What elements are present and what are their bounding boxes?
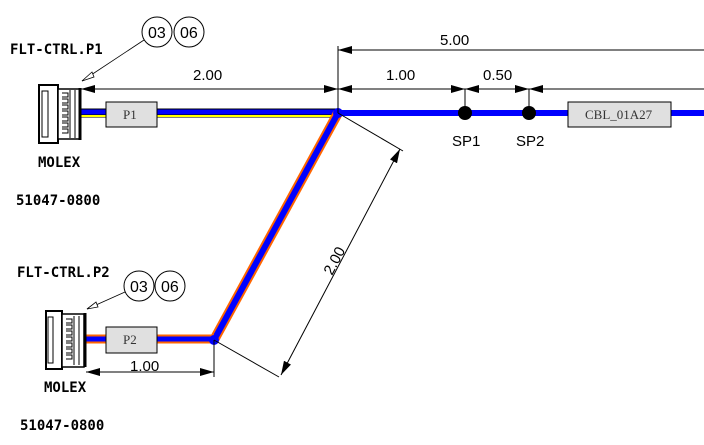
- p2-callout-1: 03: [130, 279, 148, 296]
- connector-p1-icon[interactable]: [38, 84, 82, 144]
- connector-p1-part-number: 51047-0800: [16, 193, 100, 209]
- connector-p2-part-number: 51047-0800: [20, 418, 104, 434]
- p2-label: P2: [123, 332, 137, 347]
- p2-callout-2: 06: [161, 279, 179, 296]
- connector-p1-manufacturer: MOLEX: [38, 155, 81, 171]
- p2-label-box[interactable]: [105, 326, 158, 354]
- p1-label-box[interactable]: [105, 101, 158, 128]
- dim-branch: 2.00: [321, 244, 350, 278]
- cable-label-box[interactable]: [567, 101, 672, 128]
- splice-sp2[interactable]: [522, 106, 536, 120]
- p1-callout-1: 03: [148, 25, 166, 42]
- connector-p2-manufacturer: MOLEX: [44, 380, 87, 396]
- connector-p2-icon[interactable]: [45, 310, 87, 370]
- splice-sp1[interactable]: [458, 106, 472, 120]
- dim-p2-to-bend: 1.00: [130, 358, 159, 375]
- dim-junction-to-end: 5.00: [440, 32, 469, 49]
- p1-callout-2: 06: [180, 25, 198, 42]
- connector-p2-name: FLT-CTRL.P2: [17, 265, 110, 281]
- p1-label: P1: [123, 107, 137, 122]
- dim-junction-to-sp1: 1.00: [386, 67, 415, 84]
- dim-p1-to-junction: 2.00: [193, 67, 222, 84]
- cable-label: CBL_01A27: [585, 107, 653, 122]
- wire-branch[interactable]: [85, 110, 343, 344]
- splice-sp1-label: SP1: [452, 133, 480, 150]
- connector-p1-name: FLT-CTRL.P1: [10, 42, 103, 58]
- splice-sp2-label: SP2: [516, 133, 544, 150]
- dim-sp1-to-sp2: 0.50: [483, 67, 512, 84]
